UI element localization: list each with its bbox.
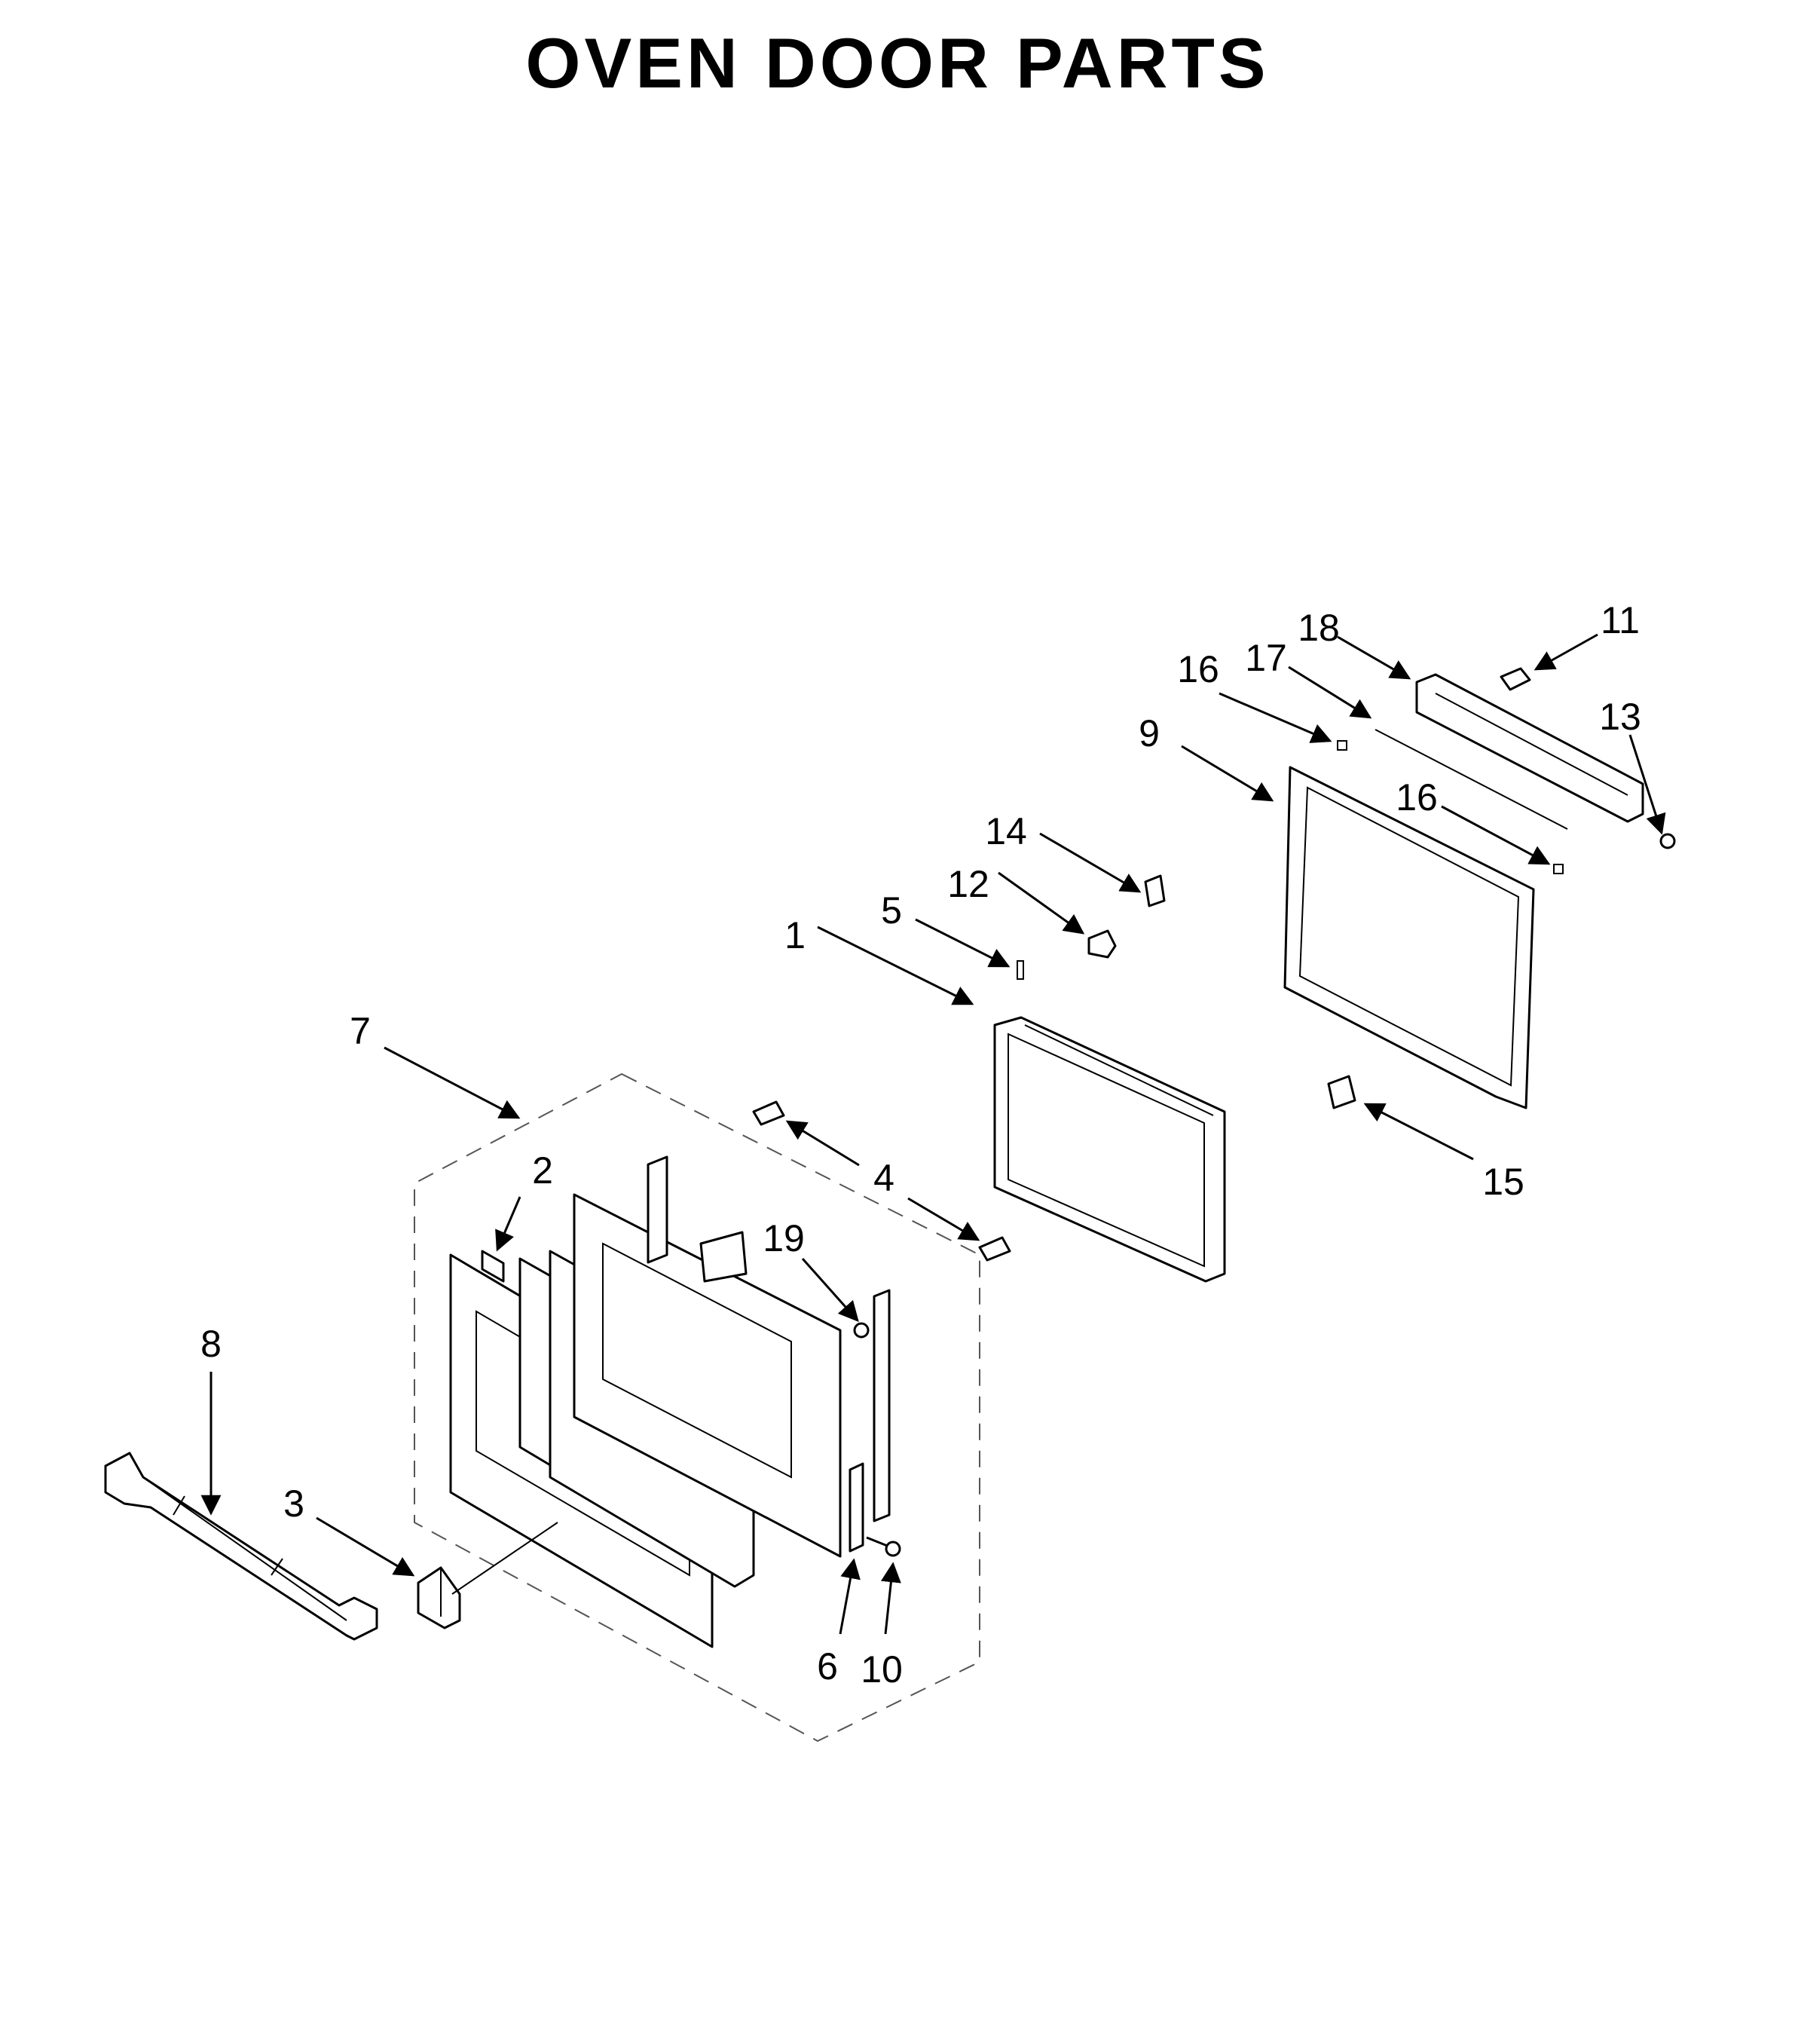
callout-18: 18 <box>1298 607 1340 649</box>
inner-glass-part[interactable] <box>1283 766 1535 1109</box>
inner-stepped-panels-part[interactable] <box>518 1193 842 1588</box>
callout-labels: 1 2 3 4 5 6 7 8 9 10 11 12 13 14 15 16 1… <box>200 599 1641 1691</box>
door-spacer-part[interactable] <box>853 1322 870 1339</box>
callout-2: 2 <box>532 1149 553 1192</box>
callout-19: 19 <box>763 1217 805 1259</box>
callout-16b: 16 <box>1396 776 1438 819</box>
callout-15: 15 <box>1482 1161 1524 1203</box>
hinge-screw-part[interactable] <box>866 1536 901 1557</box>
door-clip-part[interactable] <box>1087 929 1117 959</box>
callout-16a: 16 <box>1177 648 1219 690</box>
door-side-rail-part[interactable] <box>647 1155 748 1283</box>
glass-bracket-part[interactable] <box>1144 874 1166 907</box>
callout-8: 8 <box>200 1323 222 1365</box>
door-hinge-part[interactable] <box>849 1289 891 1553</box>
page-title: OVEN DOOR PARTS <box>525 23 1270 103</box>
door-top-trim-part[interactable] <box>1415 673 1644 823</box>
callout-12: 12 <box>947 863 989 905</box>
callout-7: 7 <box>350 1010 371 1052</box>
trim-screw-part[interactable] <box>1500 667 1531 691</box>
callout-17: 17 <box>1245 637 1287 679</box>
door-stop-block-part[interactable] <box>1327 1075 1356 1109</box>
trim-end-screw-part[interactable] <box>1659 833 1676 849</box>
callout-5: 5 <box>881 889 902 932</box>
callout-1: 1 <box>784 914 806 956</box>
callout-13: 13 <box>1599 696 1641 738</box>
badge-part[interactable] <box>481 1250 505 1283</box>
callout-6: 6 <box>817 1645 838 1688</box>
leader-lines <box>200 633 1666 1635</box>
door-screw-part[interactable] <box>752 1100 1011 1262</box>
door-gasket-strip-part[interactable] <box>1375 729 1568 830</box>
callout-14: 14 <box>985 810 1027 852</box>
callout-3: 3 <box>283 1483 304 1525</box>
inner-door-frame-part[interactable] <box>993 1016 1226 1283</box>
callout-4: 4 <box>873 1157 894 1199</box>
handle-end-cap-part[interactable] <box>417 1566 461 1629</box>
callout-11: 11 <box>1601 599 1640 641</box>
callout-9: 9 <box>1139 712 1160 754</box>
glass-spacer-part-b[interactable] <box>1553 864 1564 874</box>
door-handle-part[interactable] <box>104 1452 378 1641</box>
door-assembly-boundary <box>414 1072 980 1743</box>
callout-10: 10 <box>861 1648 903 1691</box>
door-seal-strip-part[interactable] <box>1017 960 1024 980</box>
glass-spacer-part-a[interactable] <box>1337 740 1347 751</box>
